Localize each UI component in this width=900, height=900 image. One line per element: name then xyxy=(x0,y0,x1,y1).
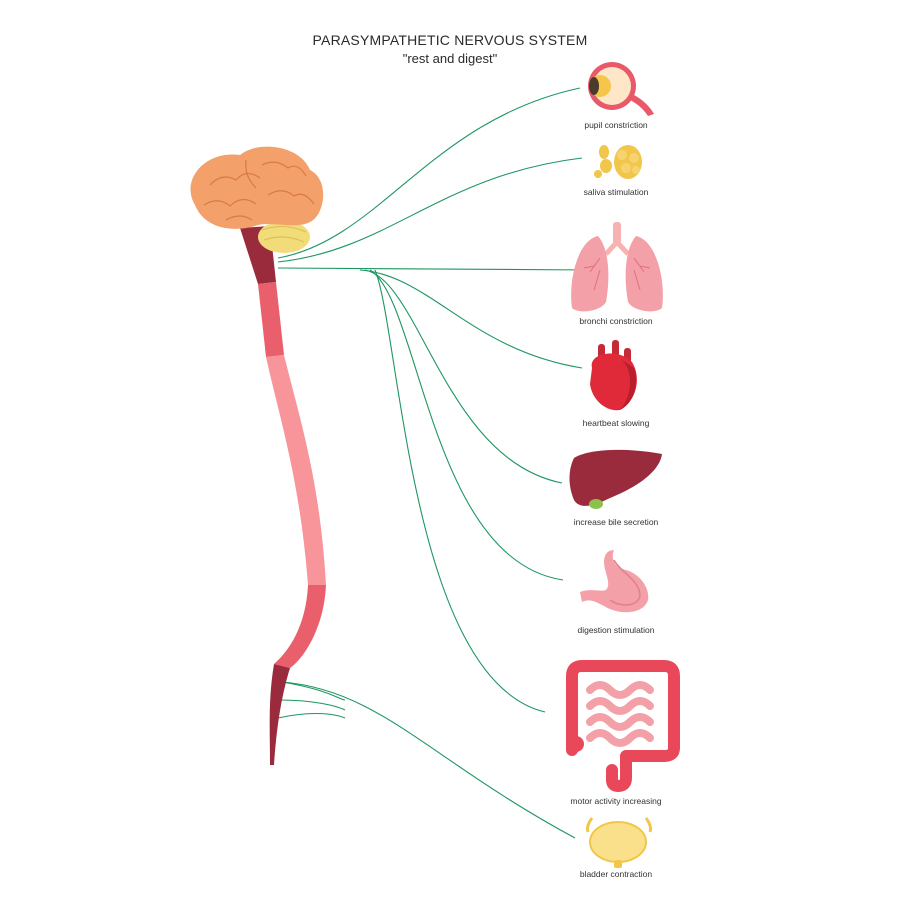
label-digestion-stimulation: digestion stimulation xyxy=(577,625,655,635)
nerve-to-liver xyxy=(364,269,563,484)
bladder-icon xyxy=(586,817,652,868)
sacral-segment xyxy=(269,664,290,765)
eye-icon xyxy=(588,62,654,116)
label-pupil-constriction: pupil constriction xyxy=(584,120,648,130)
nerve-to-intestines xyxy=(374,269,546,713)
nerve-to-salivary xyxy=(277,157,583,263)
nerve-to-eye xyxy=(277,87,581,259)
nerve-sacral-2 xyxy=(279,699,346,711)
lungs-icon xyxy=(571,222,663,312)
nerve-to-bladder xyxy=(281,681,576,839)
brain-icon xyxy=(190,146,324,253)
nerve-sacral-1 xyxy=(281,681,346,701)
salivary-glands-icon xyxy=(594,145,642,179)
cervical-segment xyxy=(258,282,284,357)
nerve-to-heart xyxy=(359,269,583,369)
label-heartbeat-slowing: heartbeat slowing xyxy=(582,418,650,428)
label-bronchi-constriction: bronchi constriction xyxy=(579,316,653,326)
lumbar-segment xyxy=(274,585,326,668)
stomach-icon xyxy=(580,550,649,613)
diagram-subtitle: "rest and digest" xyxy=(402,51,498,66)
spinal-cord xyxy=(240,226,326,765)
liver-icon xyxy=(569,449,662,509)
label-saliva-stimulation: saliva stimulation xyxy=(583,187,649,197)
cerebrum-icon xyxy=(190,146,324,229)
nerve-connections xyxy=(277,87,591,839)
nerve-sacral-3 xyxy=(277,713,346,719)
nerve-to-stomach xyxy=(369,269,564,581)
thoracic-segment xyxy=(266,355,326,585)
intestines-icon xyxy=(566,660,680,792)
heart-icon xyxy=(590,340,637,411)
nerve-to-lungs xyxy=(277,267,591,271)
label-bladder-contraction: bladder contraction xyxy=(579,869,653,879)
diagram-title: PARASYMPATHETIC NERVOUS SYSTEM xyxy=(312,32,588,48)
label-motor-activity-increasing: motor activity increasing xyxy=(570,796,662,806)
label-increase-bile-secretion: increase bile secretion xyxy=(573,517,659,527)
